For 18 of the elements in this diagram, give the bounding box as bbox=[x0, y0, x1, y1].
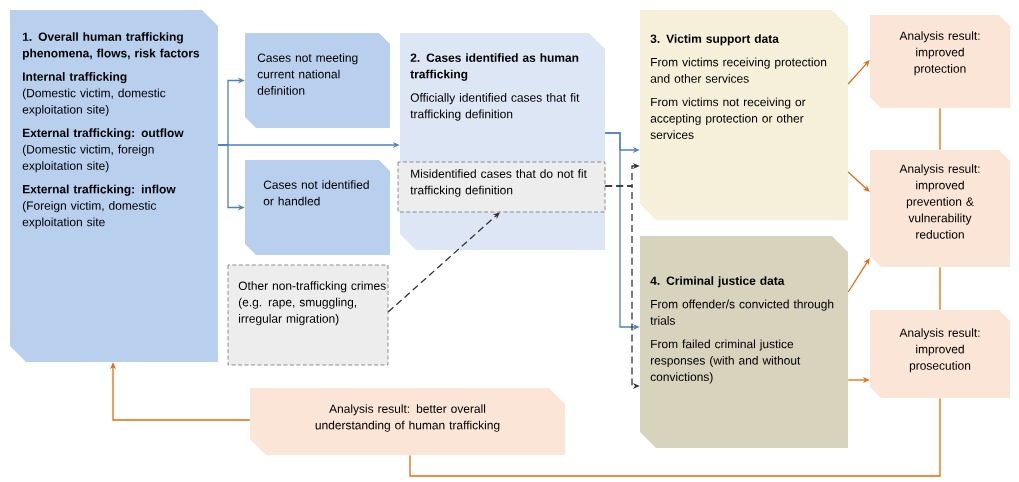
outcome-box: Cases not meeting current national definition bbox=[245, 33, 390, 128]
category-box: 4. Criminal justice data From offender/s convicted through trials From failed criminal justice responses (with and without convictions) bbox=[640, 236, 848, 448]
category-box: 1. Overall human trafficking phenomena, flows, risk factors Internal trafficking (Domestic victim, domestic exploitation site) External trafficking: outflow (Domestic victim, foreign exploitation site) External trafficking: inflow (Foreign victim, domestic exploitation site bbox=[10, 10, 218, 362]
result-box: Analysis result: improved prosecution bbox=[870, 310, 1010, 398]
result-box: Analysis result: improved prevention & vulnerability reduction bbox=[870, 150, 1010, 267]
arrow bbox=[847, 171, 870, 192]
dashed-box: Misidentified cases that do not fit trafficking definition bbox=[397, 161, 606, 213]
result-box: Analysis result: improved protection bbox=[870, 15, 1010, 108]
connector-line bbox=[939, 107, 941, 151]
connector-line bbox=[409, 397, 941, 477]
category-box: 3. Victim support data From victims receiving protection and other services From victims not receiving or accepting protection or other services bbox=[640, 10, 848, 220]
connector-line bbox=[939, 266, 941, 311]
outcome-box: Cases not identified or handled bbox=[245, 160, 390, 255]
arrow bbox=[847, 60, 870, 85]
result-box: Analysis result: better overall understanding of human trafficking bbox=[250, 388, 565, 455]
dashed-box: Other non-trafficking crimes (e.g. rape, smuggling, irregular migration) bbox=[227, 264, 389, 366]
arrow bbox=[387, 212, 500, 313]
arrow bbox=[847, 258, 870, 293]
